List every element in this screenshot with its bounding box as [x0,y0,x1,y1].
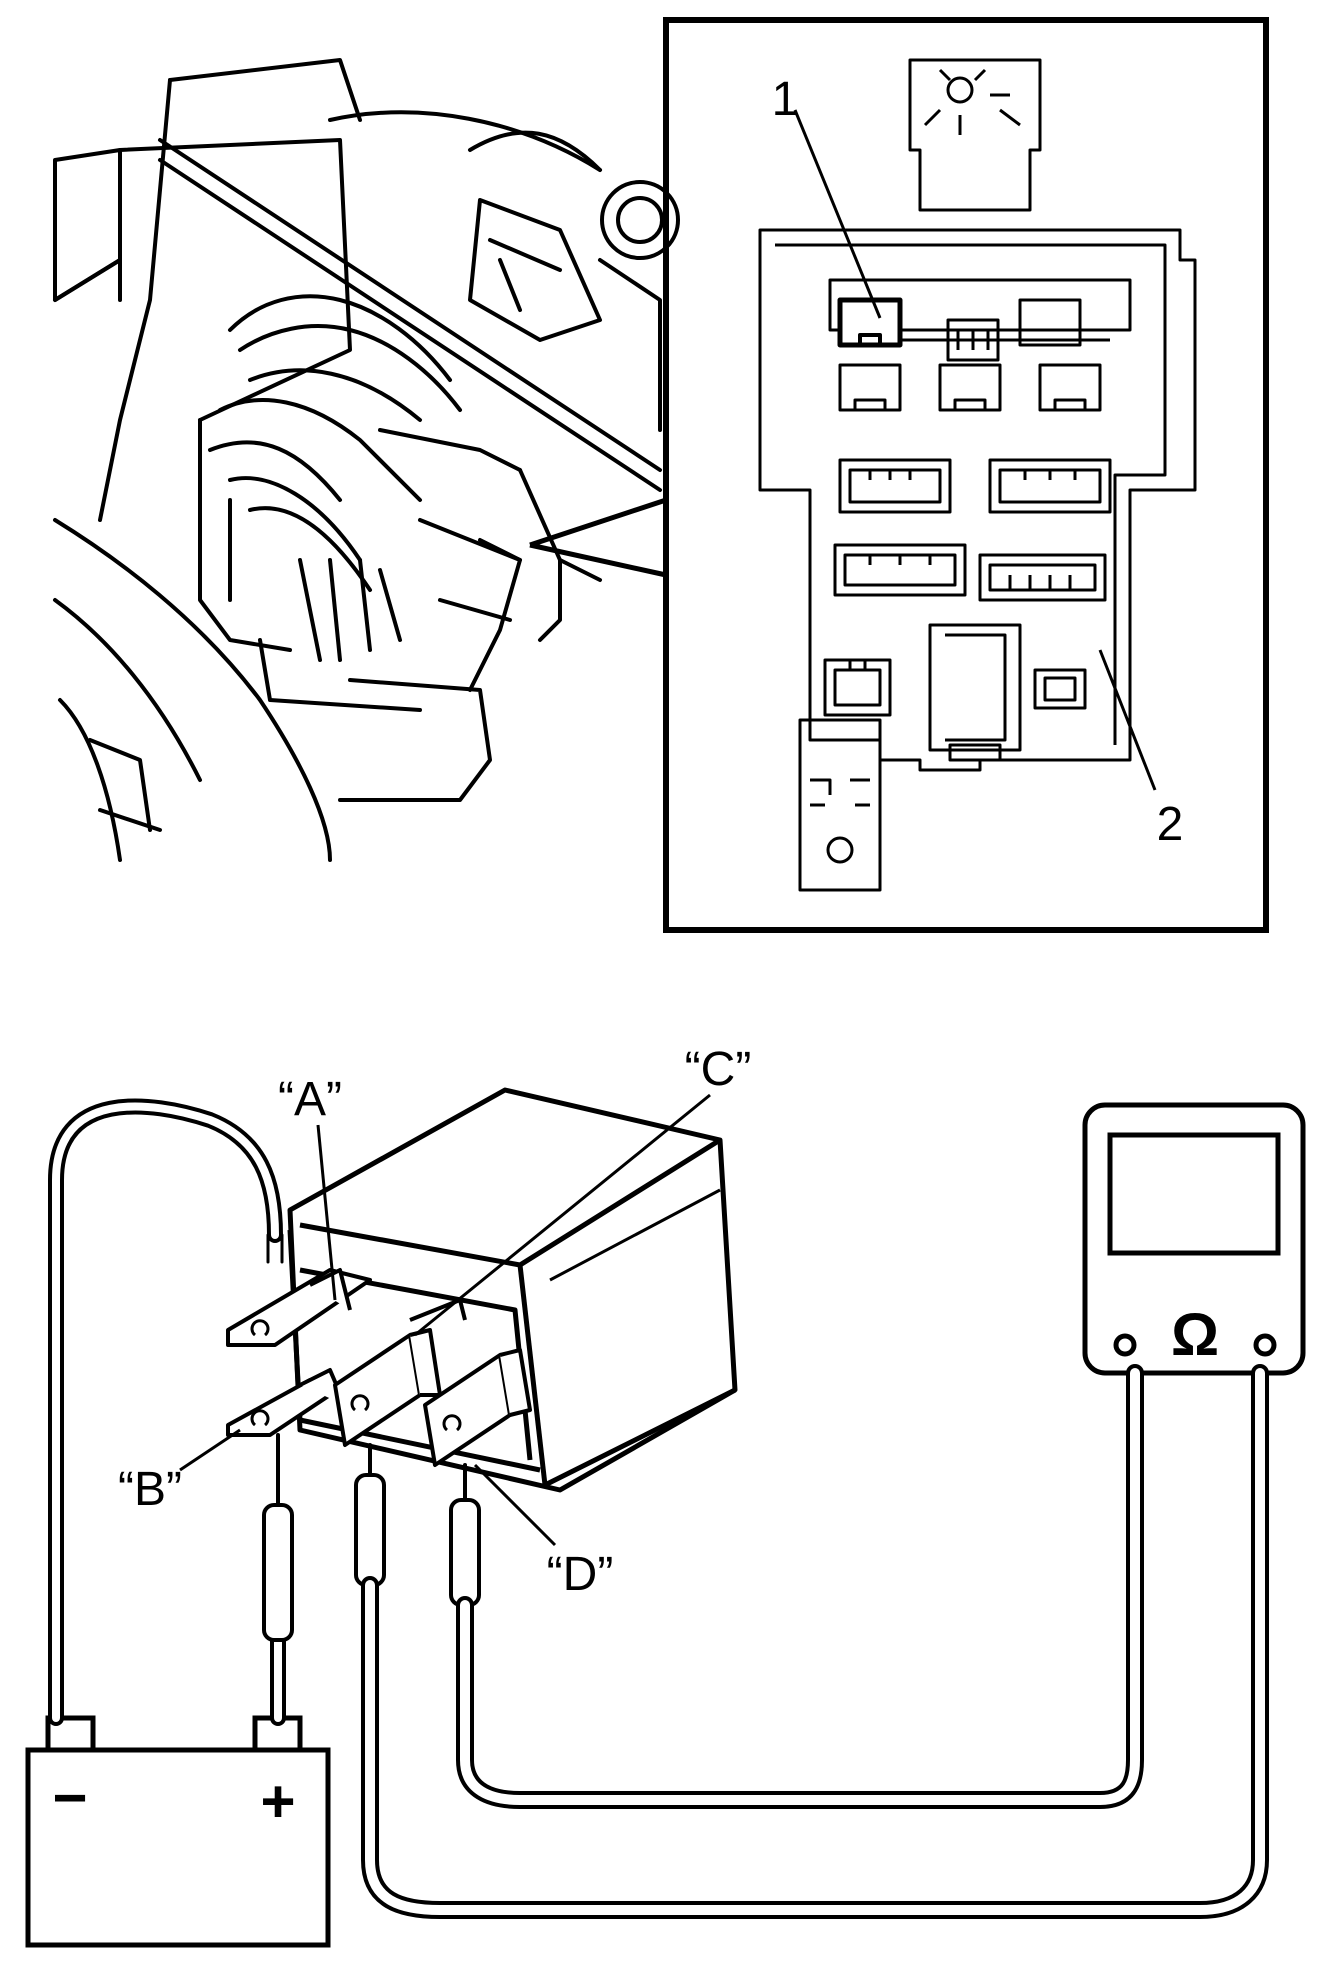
ohmmeter [1082,1102,1306,1376]
inset-frame [529,17,1269,933]
ohmmeter-symbol: Ω [1171,1301,1219,1368]
terminal-c-icons [250,1319,462,1432]
terminal-c-label: “C” [685,1043,752,1096]
terminal-b [226,1378,347,1437]
terminal-b-label: “B” [118,1463,182,1516]
battery [25,1715,331,1948]
callout-leaders [793,109,1157,791]
terminal-a-label: “A” [278,1073,342,1126]
battery-negative-symbol: − [52,1764,87,1831]
terminal-leaders [179,1093,711,1547]
relay-1-highlight [837,297,903,348]
junction-block [758,58,1197,892]
battery-positive-symbol: + [260,1768,295,1835]
terminal-d-label: “D” [547,1548,614,1601]
callout-1-label: 1 [772,73,799,126]
engine-bay-illustration [53,58,680,862]
relay-terminals [226,1268,532,1467]
test-wires [48,1098,1269,1919]
callout-2-label: 2 [1157,798,1184,851]
